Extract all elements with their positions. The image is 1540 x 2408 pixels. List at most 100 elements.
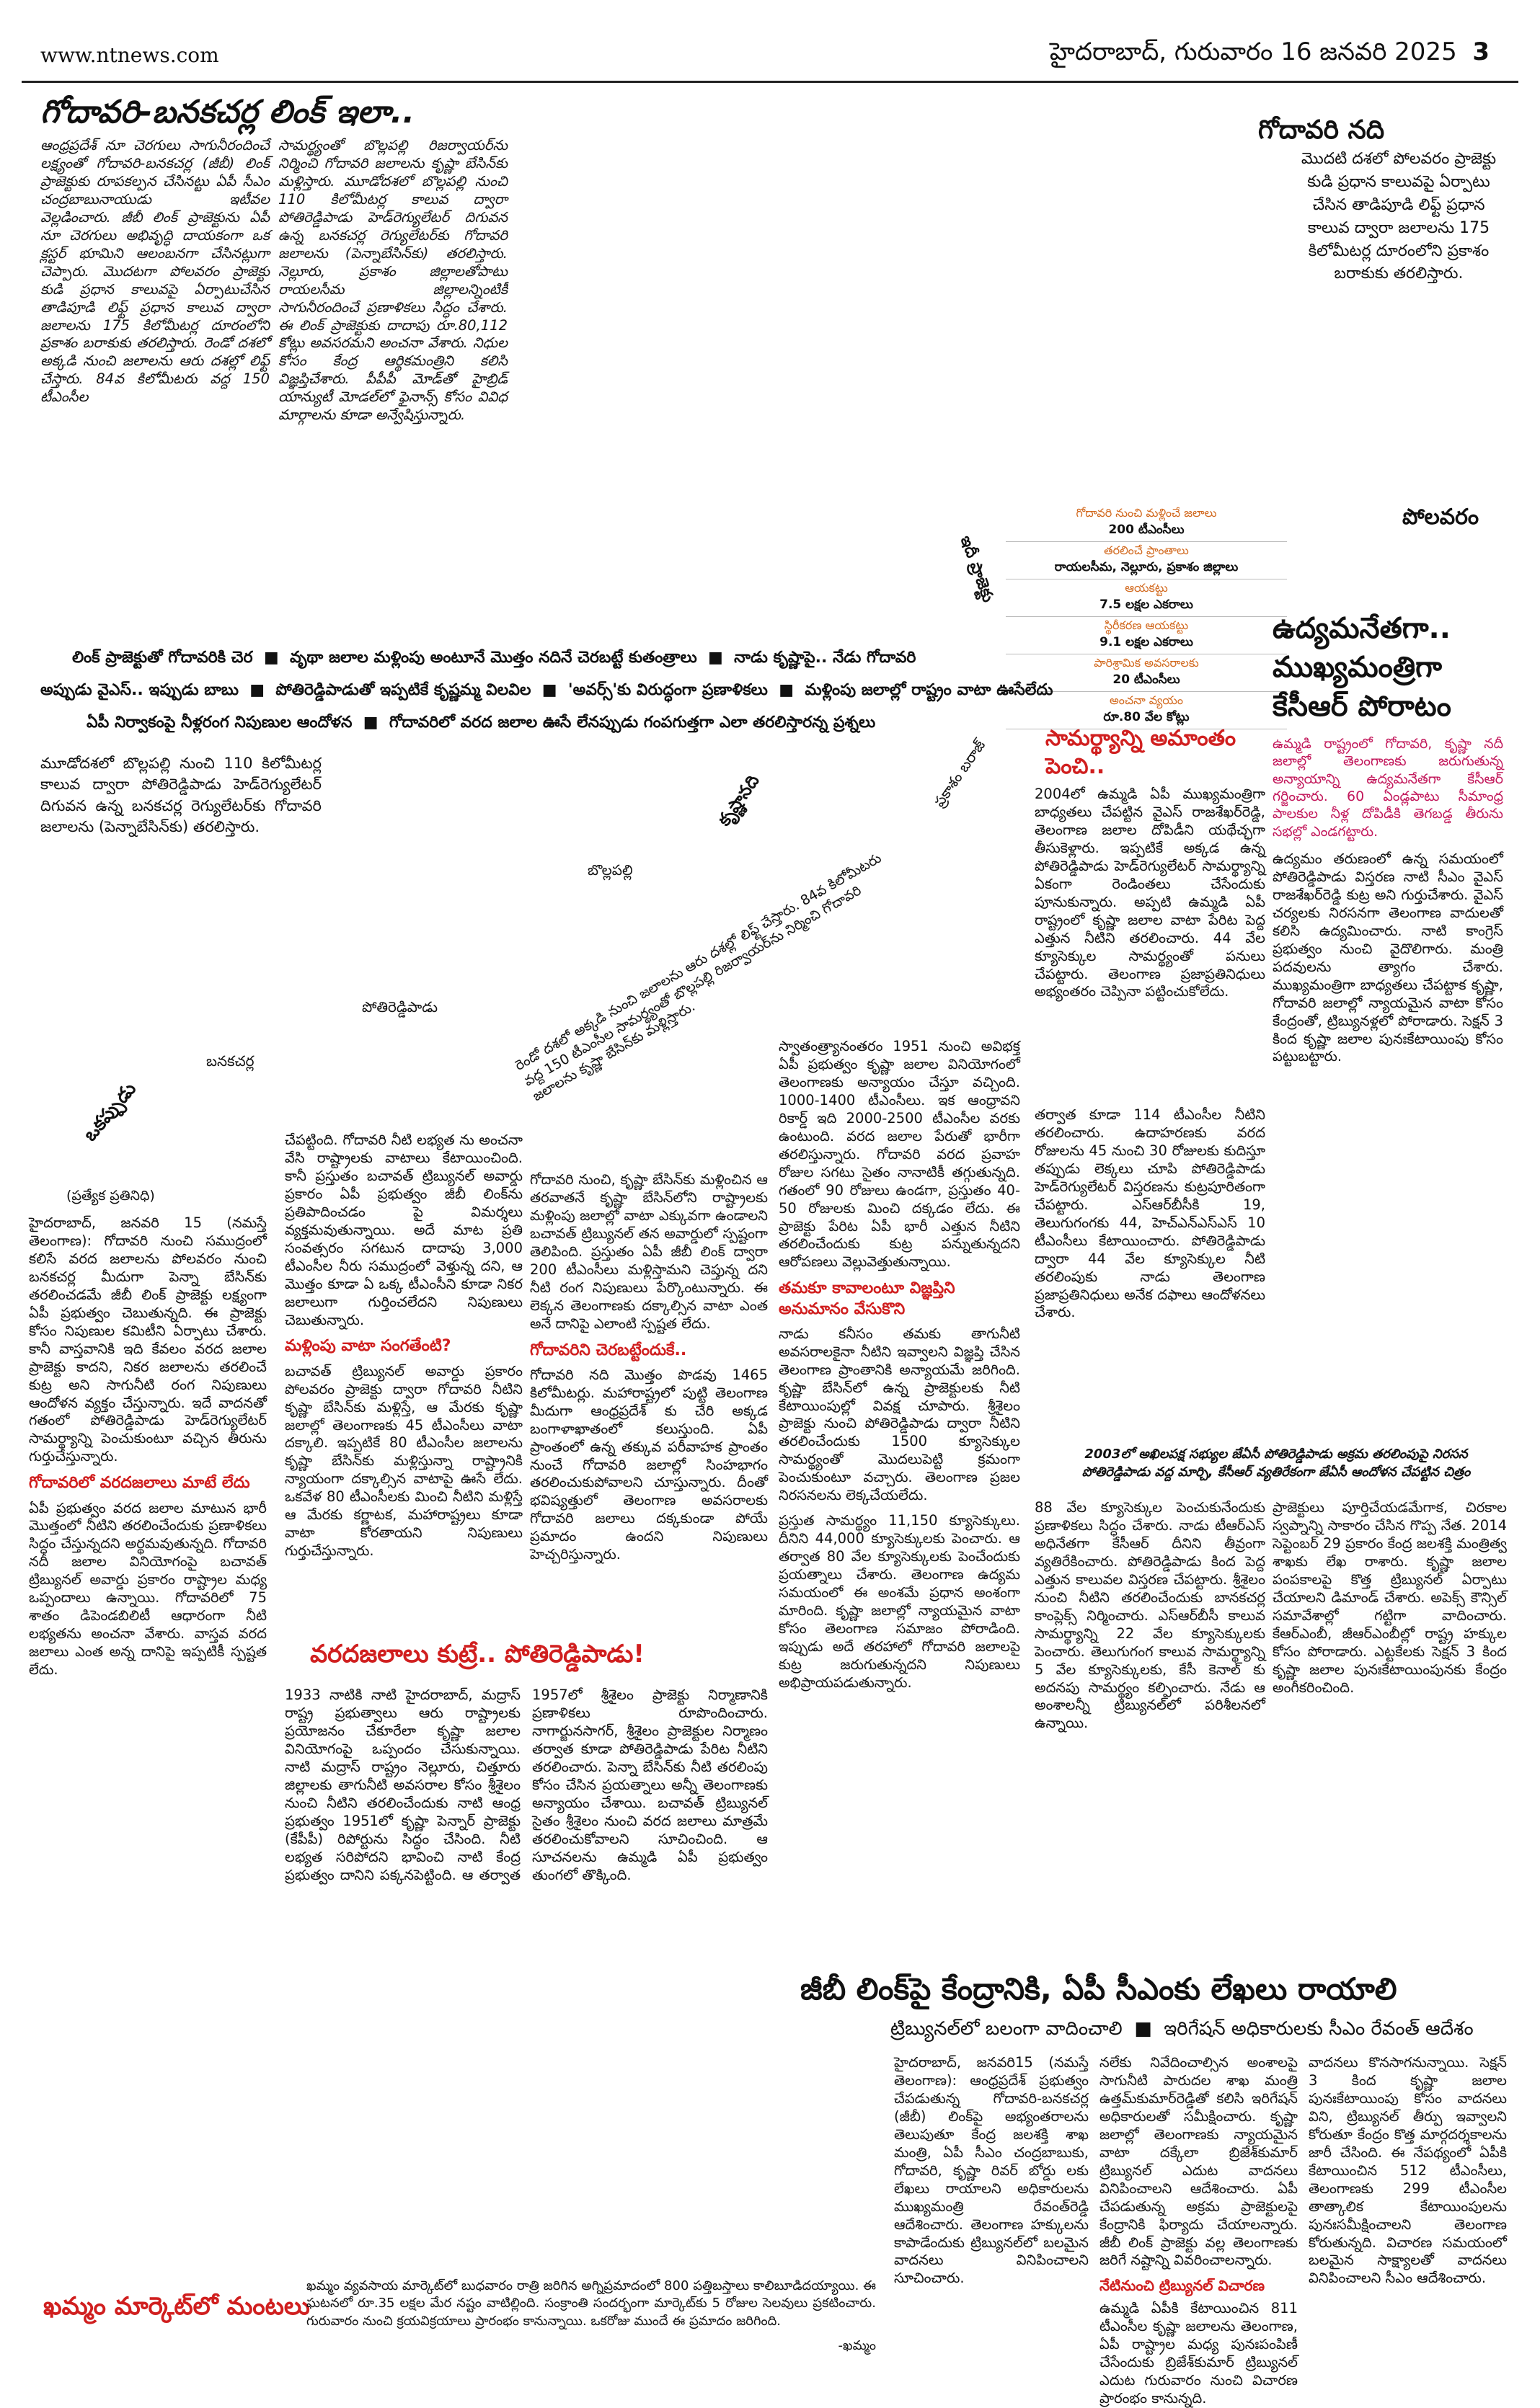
godavari-text: మొదటి దశలో పోలవరం ప్రాజెక్టు కుడి ప్రధాన… bbox=[1291, 148, 1507, 328]
kcr-intro: ఉమ్మడి రాష్ట్రంలో గోదావరి, కృష్ణా నదీ జల… bbox=[1273, 735, 1503, 850]
tag-strip-2: అప్పుడు వైఎస్.. ఇప్పుడు బాబు ■ పోతిరెడ్డ… bbox=[40, 681, 1053, 699]
polavaram-label: పోలవరం bbox=[1402, 505, 1479, 530]
tag-2-2: పోతిరెడ్డిపాడుతో ఇప్పటికే కృష్ణమ్మ విలవి… bbox=[275, 681, 531, 699]
info-box-label: స్థిరీకరణ ఆయకట్టు bbox=[1104, 618, 1189, 632]
gb-col2-text: నలేకు నివేదించాల్సిన అంశాలపై సాగునీటి పా… bbox=[1099, 2054, 1298, 2269]
gb-col2: నలేకు నివేదించాల్సిన అంశాలపై సాగునీటి పా… bbox=[1099, 2054, 1298, 2407]
lower-col6-text: ప్రాజెక్టులు పూర్తిచేయడమేగాక, చిరకాల స్వ… bbox=[1273, 1499, 1507, 1696]
main-byline: (ప్రత్యేక ప్రతినిధి) bbox=[66, 1188, 155, 1204]
info-box-label: పారిశ్రామిక అవసరాలకు bbox=[1094, 656, 1199, 670]
phase3-text: మూడోదశలో బొల్లపల్లి నుంచి 110 కిలోమీటర్ల… bbox=[40, 753, 322, 897]
info-box-label: తరలించే ప్రాంతాలు bbox=[1104, 543, 1189, 557]
pothireddypadu-label: పోతిరెడ్డిపాడు bbox=[362, 998, 438, 1016]
main-col2: చేపట్టింది. గోదావరి నీటి లభ్యత ను అంచనా … bbox=[285, 1132, 523, 1559]
khammam-credit: -ఖమ్మం bbox=[838, 2337, 877, 2353]
main-col4b-text: నాడు కనీసం తమకు తాగునీటి అవసరాలకైనా నీటి… bbox=[779, 1325, 1020, 1504]
main-col3b-text: గోదావరి నది మొత్తం పొడవు 1465 కిలోమీటర్ల… bbox=[530, 1366, 768, 1563]
tag-2-3: 'అవర్స్'కు విరుద్ధంగా ప్రణాళికలు bbox=[567, 681, 768, 699]
godavari-label: గోదావరి నది bbox=[1258, 115, 1385, 145]
gb-subhead-1: ట్రిబ్యునల్‌లో బలంగా వాదించాలి bbox=[890, 2018, 1123, 2040]
gb-col3-text: వాదనలు కొనసాగనున్నాయి. సెక్షన్ 3 కింద కృ… bbox=[1309, 2054, 1507, 2287]
info-box-label: గోదావరి నుంచి మళ్లించే జలాలు bbox=[1076, 506, 1217, 520]
top-article-col1: ఆంధ్రప్రదేశ్ నూ చెరగులు సాగునీరందించే లక… bbox=[40, 137, 270, 406]
main-kicker: ఒకప్పుడు bbox=[79, 1078, 141, 1146]
lower-col5: 88 వేల క్యూసెక్కుల పెంచుకునేందుకు ప్రణాళ… bbox=[1035, 1499, 1265, 1903]
main-col1-text: హైదరాబాద్, జనవరి 15 (నమస్తే తెలంగాణ): గో… bbox=[29, 1214, 267, 1465]
main-col4-text: స్వాతంత్ర్యానంతరం 1951 నుంచి అవిభక్త ఏపీ… bbox=[779, 1038, 1020, 1271]
main-col2-text: చేపట్టింది. గోదావరి నీటి లభ్యత ను అంచనా … bbox=[285, 1132, 523, 1328]
godavari-text-p: మొదటి దశలో పోలవరం ప్రాజెక్టు కుడి ప్రధాన… bbox=[1301, 150, 1497, 283]
info-box-row: అంచనా వ్యయం రూ.80 వేల కోట్లు bbox=[1006, 692, 1287, 729]
khammam-body: ఖమ్మం వ్యవసాయ మార్కెట్‌లో బుధవారం రాత్రి… bbox=[306, 2278, 876, 2353]
tag-strip-3: ఏపీ నిర్వాకంపై నీళ్లరంగ నిపుణుల ఆందోళన ■… bbox=[87, 714, 876, 732]
top-article-col1-text: ఆంధ్రప్రదేశ్ నూ చెరగులు సాగునీరందించే లక… bbox=[40, 137, 270, 406]
info-box-label: అంచనా వ్యయం bbox=[1110, 693, 1183, 707]
tag-2-4: మళ్లింపు జలాల్లో రాష్ట్రం వాటా ఊసేలేదు bbox=[805, 681, 1053, 699]
khammam-text: ఖమ్మం వ్యవసాయ మార్కెట్‌లో బుధవారం రాత్రి… bbox=[306, 2278, 876, 2329]
gb-subheads: ట్రిబ్యునల్‌లో బలంగా వాదించాలి ■ ఇరిగేషన… bbox=[890, 2018, 1474, 2040]
kcr-body-text: ఉద్యమం తరుణంలో ఉన్న సమయంలో పోతిరెడ్డిపాడ… bbox=[1273, 850, 1503, 1065]
header-rule bbox=[22, 81, 1518, 83]
samarthyam-title: సామర్థ్యాన్ని అమాంతం పెంచి.. bbox=[1045, 726, 1236, 779]
tag-strip-1: లింక్ ప్రాజెక్టుతో గోదావరికి చెర ■ వృథా … bbox=[72, 649, 916, 667]
gb-headline: జీబీ లింక్‌పై కేంద్రానికి, ఏపీ సీఎంకు లే… bbox=[800, 1971, 1397, 2007]
tag-1-3: నాడు కృష్ణాపై.. నేడు గోదావరి bbox=[734, 649, 916, 667]
info-box-row: పారిశ్రామిక అవసరాలకు 20 టీఎంసీలు bbox=[1006, 654, 1287, 692]
varada-body-text: 1933 నాటికి నాటి హైదరాబాద్, మద్రాస్ రాష్… bbox=[285, 1687, 768, 1883]
samarthyam-col2b: తర్వాత కూడా 114 టీఎంసీల నీటిని తరలించారు… bbox=[1035, 1106, 1265, 1438]
main-col3-text: గోదావరి నుంచి, కృష్ణా బేసిన్‌కు మళ్లించి… bbox=[530, 1171, 768, 1332]
varada-body: 1933 నాటికి నాటి హైదరాబాద్, మద్రాస్ రాష్… bbox=[285, 1687, 768, 1989]
info-box-row: ఆయకట్టు 7.5 లక్షల ఎకరాలు bbox=[1006, 579, 1287, 617]
main-col2b-text: బచావత్ ట్రిబ్యునల్ అవార్డు ప్రకారం పోలవర… bbox=[285, 1362, 523, 1560]
info-box-value: రాయలసీమ, నెల్లూరు, ప్రకాశం జిల్లాలు bbox=[1054, 560, 1239, 574]
info-box-value: 200 టీఎంసీలు bbox=[1108, 523, 1185, 537]
photo-caption-1: 2003లో అఖిలపక్ష సభ్యుల జేఏసీ పోతిరెడ్డిప… bbox=[1084, 1447, 1468, 1462]
gb-col1-text: హైదరాబాద్, జనవరి15 (నమస్తే తెలంగాణ): ఆంధ… bbox=[894, 2054, 1089, 2287]
info-box-value: 9.1 లక్షల ఎకరాలు bbox=[1099, 635, 1193, 649]
banakacherla-label: బనకచర్ల bbox=[206, 1052, 255, 1070]
samarthyam-body: 2004లో ఉమ్మడి ఏపీ ముఖ్యమంత్రిగా బాధ్యతలు… bbox=[1035, 786, 1265, 1103]
info-box-value: 7.5 లక్షల ఎకరాలు bbox=[1099, 597, 1193, 612]
kcr-intro-text: ఉమ్మడి రాష్ట్రంలో గోదావరి, కృష్ణా నదీ జల… bbox=[1273, 736, 1503, 840]
lower-col6: ప్రాజెక్టులు పూర్తిచేయడమేగాక, చిరకాల స్వ… bbox=[1273, 1499, 1507, 1903]
top-article-col2: సామర్థ్యంతో బొల్లపల్లి రిజర్వాయర్‌ను నిర… bbox=[278, 137, 508, 423]
gb-col1: హైదరాబాద్, జనవరి15 (నమస్తే తెలంగాణ): ఆంధ… bbox=[894, 2054, 1089, 2342]
kcr-body: ఉద్యమం తరుణంలో ఉన్న సమయంలో పోతిరెడ్డిపాడ… bbox=[1273, 850, 1503, 1204]
gb-col3: వాదనలు కొనసాగనున్నాయి. సెక్షన్ 3 కింద కృ… bbox=[1309, 2054, 1507, 2342]
page-number: 3 bbox=[1472, 37, 1490, 66]
info-box-label: ఆయకట్టు bbox=[1125, 581, 1168, 595]
top-article-col2-text: సామర్థ్యంతో బొల్లపల్లి రిజర్వాయర్‌ను నిర… bbox=[278, 137, 508, 424]
varada-title: వరదజలాలు కుట్రే.. పోతిరెడ్డిపాడు! bbox=[310, 1640, 645, 1669]
gb-col2b-text: ఉమ్మడి ఏపీకి కేటాయించిన 811 టీఎంసీల కృష్… bbox=[1099, 2300, 1298, 2407]
kcr-headline: ఉద్యమనేతగా.. ముఖ్యమంత్రిగా కేసీఆర్ పోరాట… bbox=[1273, 612, 1451, 723]
info-box-row: తరలించే ప్రాంతాలు రాయలసీమ, నెల్లూరు, ప్రక… bbox=[1006, 542, 1287, 579]
lower-col5-text: 88 వేల క్యూసెక్కుల పెంచుకునేందుకు ప్రణాళ… bbox=[1035, 1499, 1265, 1732]
top-headline: గోదావరి-బనకచర్ల లింక్ ఇలా.. bbox=[40, 94, 415, 130]
sub-heading-4: తమకూ కావాలంటూ విజ్ఞప్తిని అనుమానం వేసుకొ… bbox=[779, 1279, 955, 1318]
sub-heading-1: గోదావరిలో వరదజలాలు మాటే లేదు bbox=[29, 1474, 250, 1493]
date-text: హైదరాబాద్, గురువారం 16 జనవరి 2025 bbox=[1049, 37, 1457, 66]
info-box-value: రూ.80 వేల కోట్లు bbox=[1103, 710, 1190, 724]
sub-heading-2: మళ్లింపు వాటా సంగతేంటి? bbox=[285, 1337, 451, 1356]
bollapalli-label: బొల్లపల్లి bbox=[588, 861, 633, 879]
project-info-box: గోదావరి నుంచి మళ్లించే జలాలు 200 టీఎంసీలు… bbox=[1006, 505, 1287, 786]
phase3-text-p: మూడోదశలో బొల్లపల్లి నుంచి 110 కిలోమీటర్ల… bbox=[40, 755, 322, 836]
info-box-value: 20 టీఎంసీలు bbox=[1112, 672, 1180, 687]
tag-3-2: గోదావరిలో వరద జలాల ఊసే లేనప్పుడు గంపగుత్… bbox=[389, 714, 876, 732]
gb-sub: నేటినుంచి ట్రిబ్యునల్ విచారణ bbox=[1099, 2277, 1265, 2295]
info-box-row: స్థిరీకరణ ఆయకట్టు 9.1 లక్షల ఎకరాలు bbox=[1006, 617, 1287, 654]
tag-1-1: లింక్ ప్రాజెక్టుతో గోదావరికి చెర bbox=[72, 649, 253, 667]
website-url[interactable]: www.ntnews.com bbox=[40, 43, 219, 67]
main-col1b-text: ఏపీ ప్రభుత్వం వరద జలాల మాటున భారీ మొత్తం… bbox=[29, 1499, 267, 1679]
main-col4: స్వాతంత్ర్యానంతరం 1951 నుంచి అవిభక్త ఏపీ… bbox=[779, 1038, 1020, 1910]
samarthyam-body-text: 2004లో ఉమ్మడి ఏపీ ముఖ్యమంత్రిగా బాధ్యతలు… bbox=[1035, 786, 1265, 1000]
photo-caption: 2003లో అఖిలపక్ష సభ్యుల జేఏసీ పోతిరెడ్డిప… bbox=[1060, 1445, 1492, 1481]
khammam-headline: ఖమ్మం మార్కెట్‌లో మంటలు bbox=[43, 2292, 310, 2321]
dateline: హైదరాబాద్, గురువారం 16 జనవరి 2025 3 bbox=[1050, 37, 1490, 72]
main-col1: హైదరాబాద్, జనవరి 15 (నమస్తే తెలంగాణ): గో… bbox=[29, 1214, 267, 1719]
gb-subhead-2: ఇరిగేషన్ అధికారులకు సీఎం రేవంత్ ఆదేశం bbox=[1164, 2018, 1474, 2040]
sub-heading-3: గోదావరిని చెరబట్టేందుకే.. bbox=[530, 1341, 687, 1359]
tag-3-1: ఏపీ నిర్వాకంపై నీళ్లరంగ నిపుణుల ఆందోళన bbox=[87, 714, 353, 732]
tag-1-2: వృథా జలాల మళ్లింపు అంటూనే మొత్తం నదినే చ… bbox=[289, 649, 697, 667]
main-col5-text: ప్రస్తుత సామర్థ్యం 11,150 క్యూసెక్కులు. … bbox=[779, 1512, 1020, 1691]
